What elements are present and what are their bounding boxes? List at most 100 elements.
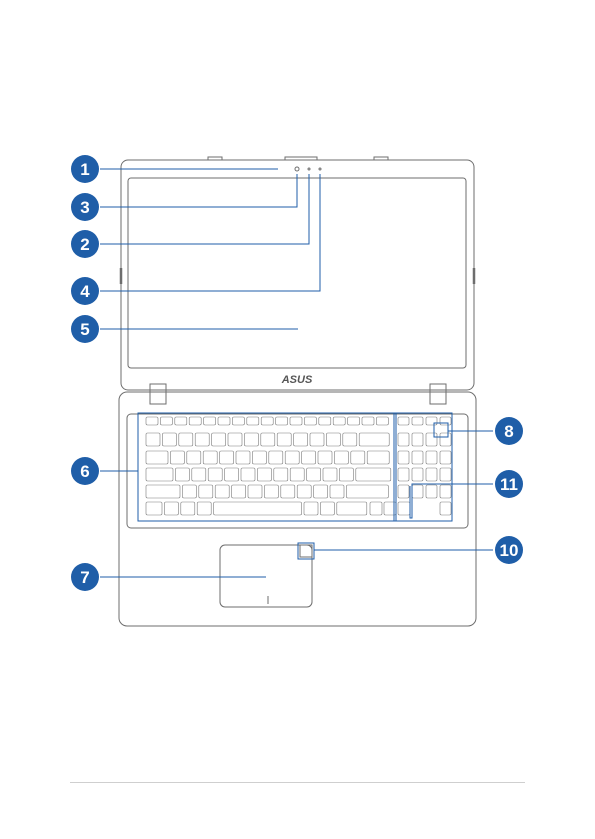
brand-logo: ASUS <box>281 374 313 386</box>
keyboard-key <box>225 468 239 481</box>
callout-7-label: 7 <box>80 568 89 587</box>
keyboard-key <box>264 485 278 498</box>
keyboard-key <box>367 451 389 464</box>
keyboard-key <box>440 485 451 498</box>
keyboard-key <box>412 433 423 446</box>
keyboard-key <box>302 451 316 464</box>
keyboard-key <box>440 417 451 425</box>
numpad-highlight-box <box>394 413 452 521</box>
callout-10: 10 <box>495 536 523 564</box>
callout-5: 5 <box>71 315 99 343</box>
keyboard-key <box>339 468 353 481</box>
keyboard-key <box>307 468 321 481</box>
leader-3 <box>100 174 297 207</box>
leader-2 <box>100 174 309 244</box>
keyboard-key <box>398 417 409 425</box>
hinge-left <box>150 384 166 404</box>
keyboard-key <box>212 433 226 446</box>
callout-3-label: 3 <box>80 198 89 217</box>
keyboard-key <box>232 417 244 425</box>
keyboard-key <box>160 417 172 425</box>
keyboard-key <box>440 468 451 481</box>
callout-4-label: 4 <box>80 282 90 301</box>
keyboard-key <box>232 485 246 498</box>
keyboard-key <box>146 417 158 425</box>
lid-top-bump-left <box>208 157 222 160</box>
keyboard-key <box>146 468 173 481</box>
callout-2: 2 <box>71 230 99 258</box>
keyboard-key <box>412 451 423 464</box>
keyboard-key <box>247 417 259 425</box>
keyboard-key <box>398 502 410 515</box>
callout-8-label: 8 <box>504 422 513 441</box>
keyboard-key <box>244 433 258 446</box>
keyboard-key <box>261 433 275 446</box>
keyboard-key <box>426 451 437 464</box>
callout-5-label: 5 <box>80 320 89 339</box>
keyboard-key <box>252 451 266 464</box>
keyboard-key <box>337 502 367 515</box>
keyboard-key <box>215 485 229 498</box>
keyboard-key <box>398 468 409 481</box>
keyboard-key <box>276 417 288 425</box>
keyboard-key <box>241 468 255 481</box>
keyboard-key <box>281 485 295 498</box>
keyboard-key <box>181 502 195 515</box>
keyboard-key <box>412 485 423 498</box>
keyboard-key <box>189 417 201 425</box>
keyboard-key <box>274 468 288 481</box>
callout-11: 11 <box>495 470 523 498</box>
keyboard-key <box>440 433 451 446</box>
keyboard-key <box>351 451 365 464</box>
callout-1: 1 <box>71 155 99 183</box>
callout-3: 3 <box>71 193 99 221</box>
keyboard-key <box>290 468 304 481</box>
keyboard-key <box>175 468 189 481</box>
keyboard-key <box>362 417 374 425</box>
keyboard-key <box>228 433 242 446</box>
keyboard-key <box>323 468 337 481</box>
keyboard-key <box>199 485 213 498</box>
keyboard-key <box>326 433 340 446</box>
keyboard-key <box>285 451 299 464</box>
keyboard-key <box>440 451 451 464</box>
keyboard-key <box>218 417 230 425</box>
keyboard-key <box>294 433 308 446</box>
callout-11-label: 11 <box>500 475 518 494</box>
callout-leaders <box>100 169 493 577</box>
keyboard-key <box>146 451 168 464</box>
camera-indicator <box>308 168 310 170</box>
keyboard-key <box>257 468 271 481</box>
keyboard-key <box>398 451 409 464</box>
keyboard-key <box>277 433 291 446</box>
keyboard-key <box>304 417 316 425</box>
camera-lens <box>295 167 299 171</box>
keyboard-key <box>195 433 209 446</box>
keyboard-key <box>314 485 328 498</box>
keyboard-key <box>146 433 160 446</box>
keyboard-key <box>346 485 388 498</box>
keyboard-key <box>320 502 334 515</box>
laptop-base <box>119 392 476 626</box>
keyboard-key <box>175 417 187 425</box>
lid-top-bump-right <box>374 157 388 160</box>
keyboard-key <box>290 417 302 425</box>
keyboard-highlight-box <box>138 413 396 521</box>
keyboard-key <box>197 502 211 515</box>
keyboard-key <box>214 502 302 515</box>
keyboard-key <box>348 417 360 425</box>
keyboard-key <box>356 468 391 481</box>
keyboard-key <box>426 417 437 425</box>
callout-7: 7 <box>71 563 99 591</box>
callout-10-label: 10 <box>500 541 519 560</box>
keyboard-key <box>398 485 409 498</box>
keyboard-key <box>162 433 176 446</box>
base-outer-frame <box>119 392 476 626</box>
array-microphone <box>319 168 321 170</box>
footer-rule <box>70 782 525 783</box>
keyboard-key <box>208 468 222 481</box>
keyboard-key <box>304 502 318 515</box>
callout-1-label: 1 <box>80 160 89 179</box>
keyboard-key <box>343 433 357 446</box>
